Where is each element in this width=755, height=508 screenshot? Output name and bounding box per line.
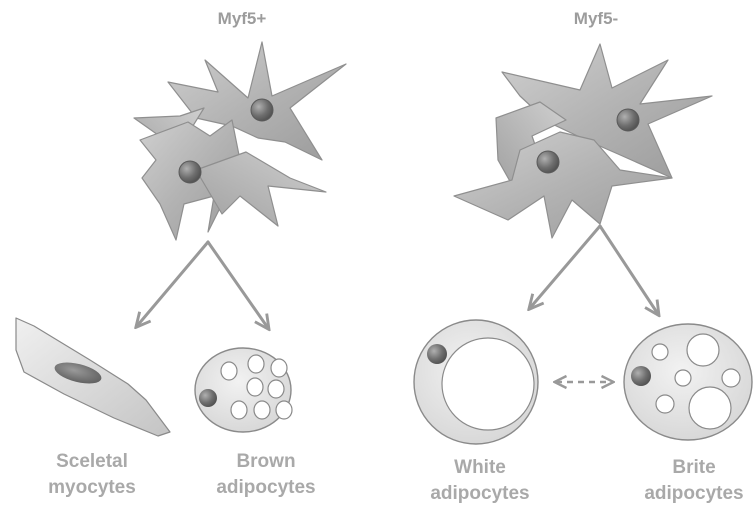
white-adipocyte-cell xyxy=(414,320,538,444)
arrow-to-white-adipocytes xyxy=(530,226,600,308)
nucleus-icon xyxy=(427,344,447,364)
nucleus-icon xyxy=(537,151,559,173)
label-brown-line2: adipocytes xyxy=(216,477,315,498)
progenitor-cell xyxy=(454,44,712,238)
label-white-line1: White xyxy=(454,457,506,478)
skeletal-myocyte-cell xyxy=(16,318,170,436)
brite-adipocyte-cell xyxy=(624,324,752,440)
arrow-to-brown-adipocytes xyxy=(208,242,268,328)
arrow-to-brite-adipocytes xyxy=(600,226,658,314)
label-skeletal-line1: Sceletal xyxy=(56,451,128,472)
label-white-line2: adipocytes xyxy=(430,483,529,504)
nucleus-icon xyxy=(631,366,651,386)
progenitor-cell xyxy=(134,42,346,240)
nucleus-icon xyxy=(617,109,639,131)
nucleus-icon xyxy=(251,99,273,121)
label-brite-line1: Brite xyxy=(672,457,715,478)
header-myf5-positive: Myf5+ xyxy=(218,9,267,28)
lipid-droplet xyxy=(442,338,534,430)
label-brite-line2: adipocytes xyxy=(644,483,743,504)
arrow-to-skeletal-myocytes xyxy=(137,242,208,326)
nucleus-icon xyxy=(179,161,201,183)
label-brown-line1: Brown xyxy=(236,451,295,472)
nucleus-icon xyxy=(199,389,217,407)
header-myf5-negative: Myf5- xyxy=(574,9,618,28)
label-skeletal-line2: myocytes xyxy=(48,477,136,498)
progenitor-cluster-myf5-positive xyxy=(134,42,346,240)
brown-adipocyte-cell xyxy=(195,348,292,432)
progenitor-cluster-myf5-negative xyxy=(454,44,712,238)
